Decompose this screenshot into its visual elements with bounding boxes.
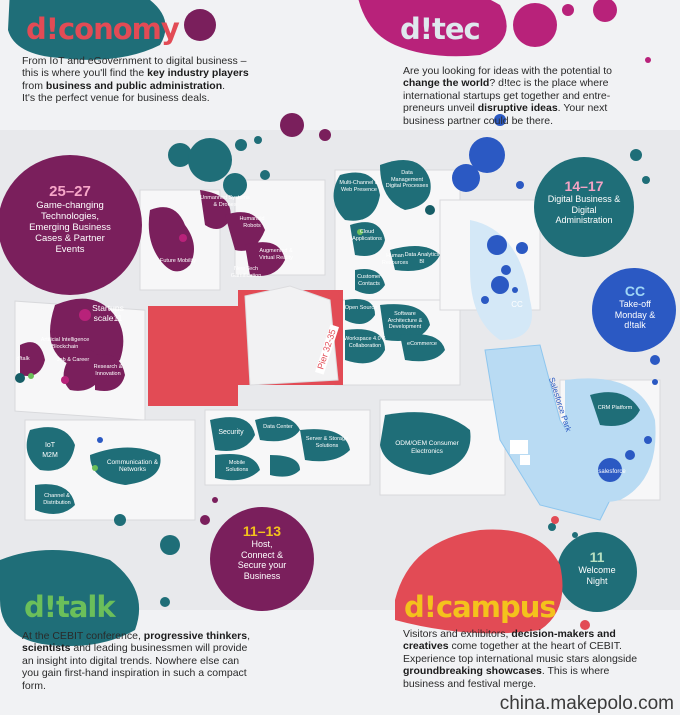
circle-cc-shape	[592, 268, 676, 352]
label-data-center: Data Center	[263, 424, 293, 430]
label-cloud: Cloud Applications	[352, 229, 382, 242]
ditec-text: Are you looking for ideas with the poten…	[403, 65, 612, 127]
label-comm: Communication & Networks	[106, 459, 159, 473]
ditalk-text: At the CEBIT conference, progressive thi…	[22, 630, 251, 692]
circle-11-13: 11–13 Host, Connect & Secure your Busine…	[237, 523, 287, 581]
ditec-blob	[358, 0, 507, 57]
diconomy-title: d!conomy	[26, 12, 180, 46]
label-server: Server & Storage Solutions	[305, 436, 349, 449]
circle-11-13-shape	[210, 507, 314, 611]
label-human-resources: Human Resources	[381, 253, 409, 266]
label-salesforce: salesforce	[598, 469, 626, 475]
circle-14-17: 14–17 Digital Business & Digital Adminis…	[547, 178, 621, 225]
circle-11-shape	[557, 532, 637, 612]
circle-25-27-shape	[0, 155, 142, 295]
label-ditalk-map: d!talk	[16, 356, 30, 362]
ditalk-blob	[0, 550, 140, 646]
label-multichannel: Multi-Channel & Web Presence	[339, 180, 379, 193]
label-unmanned: Unmanned Systems & Drones	[200, 195, 250, 208]
ditalk-title: d!talk	[24, 590, 116, 624]
label-new-tech: New Tech Gamification	[230, 266, 262, 279]
dicampus-text: Visitors and exhibitors, decision-makers…	[403, 628, 638, 690]
circle-cc: CC Take-off Monday & d!talk	[614, 283, 656, 330]
label-data-analytics: Data Analytics BI	[404, 252, 440, 265]
label-ecommerce: eCommerce	[407, 341, 437, 347]
label-job: Job & Career	[56, 357, 90, 363]
label-startups: Startups	[92, 303, 124, 313]
label-ai: Artificial Intelligence Blockchain	[40, 337, 90, 350]
label-customer: Customer Contacts	[357, 274, 381, 287]
label-future-mobility: Future Mobility	[159, 258, 197, 264]
label-iot: IoT	[44, 442, 56, 449]
label-workspace: Workspace 4.0 & Collaboration	[344, 336, 386, 349]
label-m2m: M2M	[42, 452, 58, 459]
label-data-mgmt: Data Management Digital Processes	[385, 170, 429, 189]
circle-25-27: 25–27 Game-changing Technologies, Emergi…	[29, 183, 111, 255]
label-crm: CRM Platform	[597, 405, 633, 411]
label-cc: CC	[511, 300, 523, 309]
diconomy-blob	[8, 0, 166, 60]
label-oem: ODM/OEM Consumer Electronics	[395, 440, 459, 455]
label-scale11: scale11	[93, 313, 123, 323]
circle-14-17-shape	[534, 157, 634, 257]
label-augmented: Augmented & Virtual Reality	[259, 248, 293, 261]
dicampus-title: d!campus	[404, 590, 557, 624]
watermark: china.makepolo.com	[499, 693, 674, 714]
label-channel: Channel & Distribution	[43, 493, 71, 506]
ditec-title: d!tec	[400, 12, 481, 46]
red-hall	[148, 306, 238, 406]
label-opensource: Open Source	[344, 305, 378, 311]
label-software: Software Architecture & Development	[387, 311, 423, 330]
diconomy-text: From IoT and eGovernment to digital busi…	[22, 55, 249, 105]
label-security: Security	[218, 429, 244, 436]
dicampus-blob	[395, 529, 563, 634]
label-humanoid: Humanoid Robots	[239, 216, 265, 229]
label-research: Research & Innovation	[93, 364, 123, 377]
label-mobile: Mobile Solutions	[225, 460, 249, 473]
circle-11: 11 Welcome Night	[578, 549, 616, 586]
